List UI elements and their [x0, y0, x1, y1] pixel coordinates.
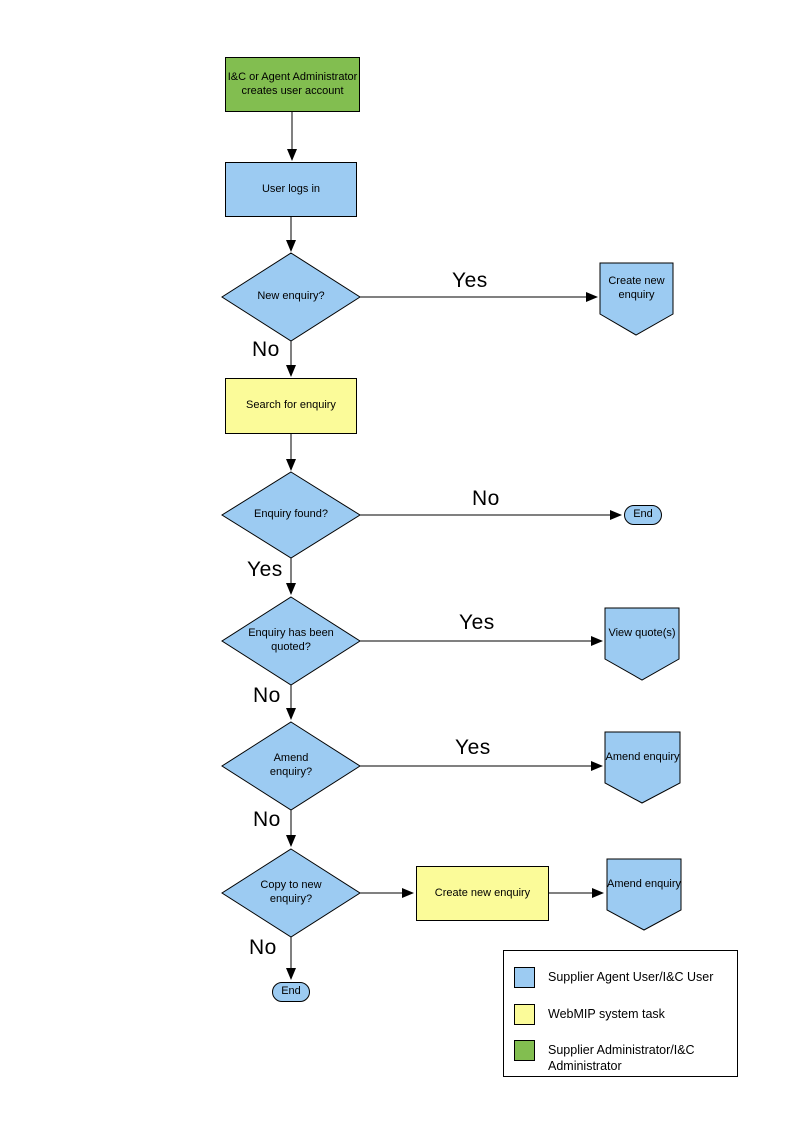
legend-swatch-green [514, 1040, 535, 1061]
offpage-amend-enquiry-bottom-label: Amend enquiry [607, 877, 681, 890]
decision-enquiry-quoted-label: Enquiry has been quoted? [248, 627, 334, 653]
offpage-amend-enquiry: Amend enquiry [605, 732, 680, 783]
process-user-logs-in-label: User logs in [261, 182, 321, 195]
edge-label-amend-enquiry-no: No [253, 808, 281, 831]
process-create-user-account-label: I&C or Agent Administrator creates user … [227, 70, 358, 97]
process-create-user-account: I&C or Agent Administrator creates user … [225, 57, 360, 112]
decision-new-enquiry-label: New enquiry? [257, 290, 325, 303]
decision-amend-enquiry-label: Amend enquiry? [269, 752, 313, 778]
edge-label-new-enquiry-no: No [252, 338, 280, 361]
terminator-end-bottom: End [272, 982, 310, 1002]
offpage-amend-enquiry-label: Amend enquiry [605, 750, 680, 763]
offpage-create-new-enquiry: Create new enquiry [600, 263, 673, 314]
decision-enquiry-found: Enquiry found? [222, 472, 360, 558]
legend-label-supplier-agent-user: Supplier Agent User/I&C User [548, 970, 714, 984]
process-user-logs-in: User logs in [225, 162, 357, 217]
process-create-new-enquiry-label: Create new enquiry [434, 886, 531, 899]
edge-label-copy-to-new-no: No [249, 936, 277, 959]
edge-label-enquiry-found-yes: Yes [247, 558, 283, 581]
edge-label-enquiry-found-no: No [472, 487, 500, 510]
offpage-create-new-enquiry-label: Create new enquiry [608, 274, 665, 301]
process-search-for-enquiry: Search for enquiry [225, 378, 357, 434]
terminator-end-right-label: End [633, 508, 653, 521]
process-search-for-enquiry-label: Search for enquiry [246, 399, 336, 412]
edge-label-new-enquiry-yes: Yes [452, 269, 488, 292]
decision-new-enquiry: New enquiry? [222, 253, 360, 341]
legend-label-webmip-system-task: WebMIP system task [548, 1007, 665, 1021]
edge-label-enquiry-quoted-yes: Yes [459, 611, 495, 634]
legend-swatch-yellow [514, 1004, 535, 1025]
legend-swatch-blue [514, 967, 535, 988]
offpage-view-quotes-label: View quote(s) [608, 626, 676, 639]
terminator-end-bottom-label: End [281, 985, 301, 998]
legend-label-supplier-administrator: Supplier Administrator/I&C Administrator [548, 1043, 695, 1074]
edge-label-enquiry-quoted-no: No [253, 684, 281, 707]
decision-copy-to-new: Copy to new enquiry? [222, 849, 360, 937]
offpage-amend-enquiry-bottom: Amend enquiry [607, 859, 681, 910]
decision-amend-enquiry: Amend enquiry? [222, 722, 360, 810]
terminator-end-right: End [624, 505, 662, 525]
offpage-view-quotes: View quote(s) [605, 608, 679, 659]
edge-label-amend-enquiry-yes: Yes [455, 736, 491, 759]
process-create-new-enquiry: Create new enquiry [416, 866, 549, 921]
decision-enquiry-found-label: Enquiry found? [254, 508, 328, 521]
decision-enquiry-quoted: Enquiry has been quoted? [222, 597, 360, 685]
legend: Supplier Agent User/I&C User WebMIP syst… [503, 950, 738, 1077]
decision-copy-to-new-label: Copy to new enquiry? [260, 879, 322, 905]
